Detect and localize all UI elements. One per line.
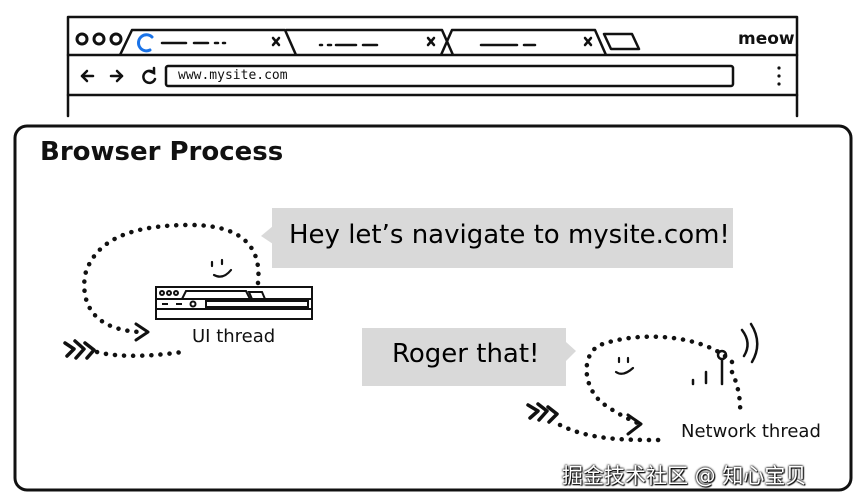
- close-icon[interactable]: [426, 36, 436, 47]
- back-arrow-icon[interactable]: [80, 69, 95, 83]
- arrowhead: [134, 322, 150, 342]
- url-text[interactable]: www.mysite.com: [178, 68, 288, 83]
- menu-dots-icon[interactable]: [777, 66, 781, 86]
- face: [614, 356, 635, 375]
- motion-tail: [94, 349, 185, 358]
- new-tab-icon[interactable]: [602, 32, 641, 51]
- close-icon[interactable]: [271, 36, 281, 47]
- network-thread-outline: [584, 334, 735, 427]
- antenna-icon: [691, 322, 759, 386]
- ui-thread-character: [63, 222, 313, 360]
- ui-thread-outline: [82, 222, 261, 335]
- window-controls[interactable]: [75, 32, 123, 46]
- watermark: 掘金技术社区 @ 知心宝贝: [562, 464, 807, 488]
- arrowhead: [626, 413, 643, 436]
- mini-browser-icon: [155, 286, 313, 320]
- profile-label: meow: [738, 29, 795, 49]
- ui-thread-speech: Hey let’s navigate to mysite.com!: [289, 220, 730, 250]
- motion-marks: [63, 339, 96, 360]
- address-bar[interactable]: [164, 64, 735, 88]
- motion-tail: [557, 422, 663, 443]
- speech-bubble-tail: [261, 226, 273, 244]
- browser-window: [66, 15, 799, 118]
- network-thread-speech-bubble: Roger that!: [362, 328, 566, 386]
- ui-thread-label: UI thread: [192, 326, 276, 347]
- tab-2[interactable]: [286, 28, 455, 56]
- tab-1[interactable]: [118, 28, 298, 56]
- browser-process-title: Browser Process: [40, 137, 284, 167]
- forward-arrow-icon[interactable]: [109, 69, 124, 83]
- speech-bubble-tail: [566, 342, 576, 361]
- network-thread-character: [526, 322, 759, 443]
- network-thread-label: Network thread: [681, 421, 821, 442]
- ui-thread-speech-bubble: Hey let’s navigate to mysite.com!: [272, 208, 733, 268]
- reload-icon[interactable]: [142, 66, 157, 85]
- tab-3[interactable]: [439, 28, 608, 56]
- loading-spinner-icon: [137, 33, 154, 53]
- close-icon[interactable]: [583, 36, 593, 47]
- motion-marks: [526, 402, 559, 424]
- network-thread-speech: Roger that!: [392, 339, 540, 369]
- face: [210, 258, 233, 278]
